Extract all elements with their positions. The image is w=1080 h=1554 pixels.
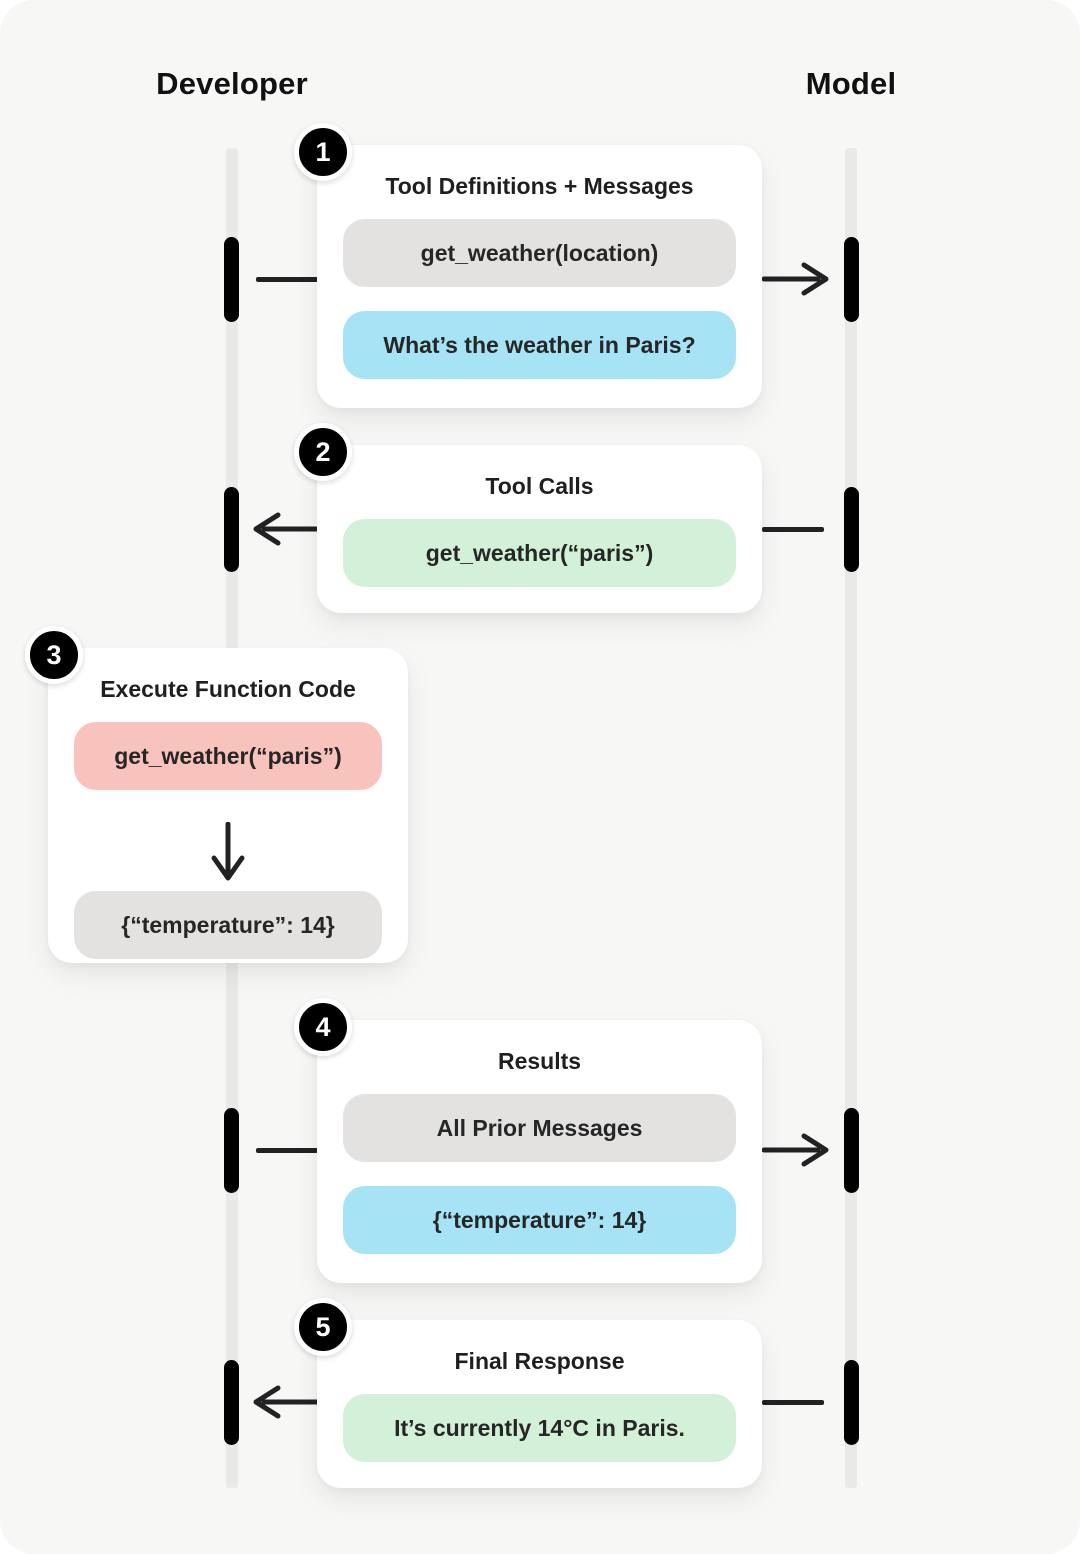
step-badge-4: 4	[294, 998, 352, 1056]
step-card-final-response: Final Response It’s currently 14°C in Pa…	[317, 1320, 762, 1488]
arrow-line-step5-right	[762, 1400, 824, 1405]
step-card-tool-calls: Tool Calls get_weather(“paris”)	[317, 445, 762, 613]
pill-user-message: What’s the weather in Paris?	[343, 311, 736, 379]
arrow-right-icon	[762, 262, 829, 296]
step-title: Tool Definitions + Messages	[385, 173, 694, 199]
activation-bar-developer-step2	[224, 487, 239, 572]
arrow-down-icon	[211, 821, 245, 880]
step-title: Execute Function Code	[100, 676, 356, 702]
step-title: Results	[497, 1048, 582, 1074]
pill-tool-call: get_weather(“paris”)	[343, 519, 736, 587]
activation-bar-developer-step4	[224, 1108, 239, 1193]
pill-tool-definition: get_weather(location)	[343, 219, 736, 287]
arrow-left-icon	[253, 512, 320, 546]
step-title: Final Response	[454, 1348, 625, 1374]
step-title: Tool Calls	[485, 473, 594, 499]
step-card-results: Results All Prior Messages {“temperature…	[317, 1020, 762, 1283]
activation-bar-developer-step5	[224, 1360, 239, 1445]
activation-bar-model-step4	[844, 1108, 859, 1193]
step-badge-1: 1	[294, 123, 352, 181]
pill-function-invocation: get_weather(“paris”)	[74, 722, 382, 790]
arrow-line-step4-left	[256, 1148, 318, 1153]
activation-bar-model-step5	[844, 1360, 859, 1445]
pill-function-result: {“temperature”: 14}	[74, 891, 382, 959]
step-card-tool-definitions: Tool Definitions + Messages get_weather(…	[317, 145, 762, 408]
execute-arrow-row	[48, 814, 408, 891]
pill-result-message: {“temperature”: 14}	[343, 1186, 736, 1254]
lifeline-model	[845, 148, 857, 1488]
actor-label-developer: Developer	[156, 66, 308, 101]
pill-prior-messages: All Prior Messages	[343, 1094, 736, 1162]
step-badge-2: 2	[294, 423, 352, 481]
actor-label-model: Model	[805, 66, 897, 101]
step-badge-5: 5	[294, 1298, 352, 1356]
activation-bar-model-step1	[844, 237, 859, 322]
activation-bar-developer-step1	[224, 237, 239, 322]
arrow-line-step2-right	[762, 527, 824, 532]
step-card-execute-function: Execute Function Code get_weather(“paris…	[48, 648, 408, 963]
activation-bar-model-step2	[844, 487, 859, 572]
pill-final-response: It’s currently 14°C in Paris.	[343, 1394, 736, 1462]
arrow-right-icon	[762, 1133, 829, 1167]
step-badge-3: 3	[25, 626, 83, 684]
arrow-left-icon	[253, 1385, 320, 1419]
arrow-line-step1-left	[256, 277, 318, 282]
